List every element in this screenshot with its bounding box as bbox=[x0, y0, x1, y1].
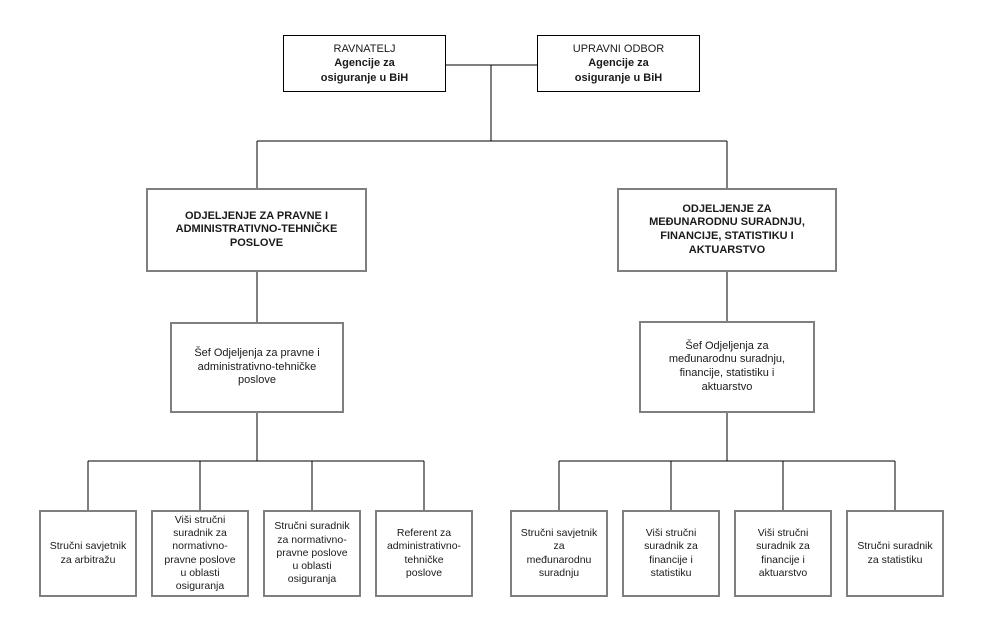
org-node-title: UPRAVNI ODBOR bbox=[572, 43, 665, 56]
org-node-label: Viši stručni suradnik za normativno- pra… bbox=[164, 513, 236, 592]
org-node-label: Viši stručni suradnik za financije i akt… bbox=[756, 527, 810, 579]
org-node-visi-suradnik-financije-statistika: Viši stručni suradnik za financije i sta… bbox=[622, 510, 720, 597]
org-node-label: ODJELJENJE ZA PRAVNE I ADMINISTRATIVNO-T… bbox=[175, 209, 338, 249]
org-node-odjeljenje-medjunarodna-suradnja: ODJELJENJE ZA MEĐUNARODNU SURADNJU, FINA… bbox=[617, 188, 837, 272]
org-node-label: Stručni suradnik za statistiku bbox=[857, 540, 933, 566]
org-node-label: Šef Odjeljenja za međunarodnu suradnju, … bbox=[668, 339, 786, 393]
org-node-label: Stručni savjetnik za međunarodnu suradnj… bbox=[520, 527, 598, 579]
org-node-suradnik-normativno-pravni: Stručni suradnik za normativno- pravne p… bbox=[263, 510, 361, 597]
org-node-visi-suradnik-financije-aktuarstvo: Viši stručni suradnik za financije i akt… bbox=[734, 510, 832, 597]
org-node-label: ODJELJENJE ZA MEĐUNARODNU SURADNJU, FINA… bbox=[649, 202, 805, 256]
org-node-title: RAVNATELJ bbox=[333, 43, 396, 56]
org-node-savjetnik-arbitraza: Stručni savjetnik za arbitražu bbox=[39, 510, 137, 597]
org-node-label: Referent za administrativno- tehničke po… bbox=[386, 527, 462, 579]
org-node-label: Šef Odjeljenja za pravne i administrativ… bbox=[194, 347, 320, 387]
org-node-sef-medjunarodna-suradnja: Šef Odjeljenja za međunarodnu suradnju, … bbox=[639, 321, 815, 413]
org-node-odjeljenje-pravni-poslovi: ODJELJENJE ZA PRAVNE I ADMINISTRATIVNO-T… bbox=[146, 188, 367, 272]
org-node-upravni-odbor: UPRAVNI ODBOR Agencije za osiguranje u B… bbox=[537, 35, 700, 92]
org-node-sef-pravni-poslovi: Šef Odjeljenja za pravne i administrativ… bbox=[170, 322, 344, 413]
org-node-visi-suradnik-normativno-pravni: Viši stručni suradnik za normativno- pra… bbox=[151, 510, 249, 597]
org-node-referent-administrativno-tehnicki: Referent za administrativno- tehničke po… bbox=[375, 510, 473, 597]
org-node-savjetnik-medjunarodna-suradnja: Stručni savjetnik za međunarodnu suradnj… bbox=[510, 510, 608, 597]
org-node-subtitle: Agencije za osiguranje u BiH bbox=[320, 57, 409, 84]
org-node-subtitle: Agencije za osiguranje u BiH bbox=[574, 57, 663, 84]
org-node-ravnatelj: RAVNATELJ Agencije za osiguranje u BiH bbox=[283, 35, 446, 92]
org-node-label: Stručni suradnik za normativno- pravne p… bbox=[274, 520, 350, 586]
org-node-label: Stručni savjetnik za arbitražu bbox=[49, 540, 127, 566]
org-node-label: Viši stručni suradnik za financije i sta… bbox=[644, 527, 698, 579]
org-node-suradnik-statistika: Stručni suradnik za statistiku bbox=[846, 510, 944, 597]
